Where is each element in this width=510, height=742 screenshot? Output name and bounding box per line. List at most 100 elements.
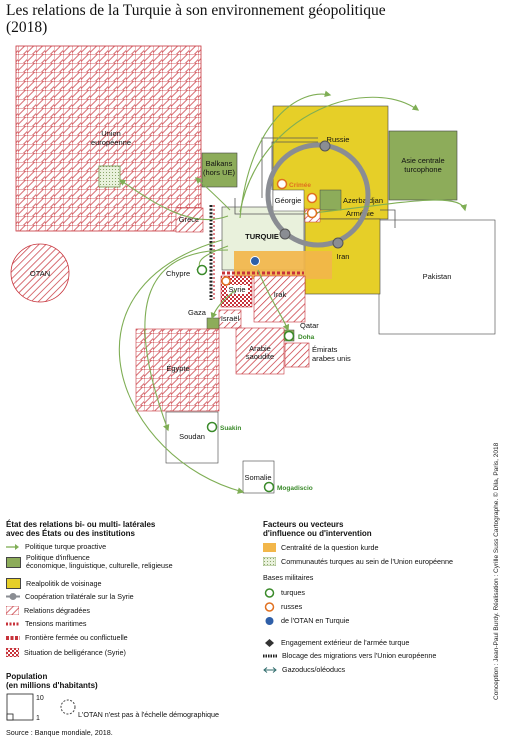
pipeline-icon [263, 667, 277, 673]
label-pakistan: Pakistan [423, 272, 452, 281]
legend-pipelines: Gazoducs/oléoducs [263, 666, 345, 674]
legend-closed-border: Frontière fermée ou conflictuelle [6, 634, 128, 642]
population-scale [6, 693, 76, 721]
otan-note: L'OTAN n'est pas à l'échelle démographiq… [78, 710, 220, 719]
base-chypre [196, 264, 208, 276]
label-somalie: Somalie [244, 473, 271, 482]
label-syrie-bg [227, 285, 248, 294]
label-georgie: Géorgie [275, 196, 302, 205]
pakistan-square [378, 219, 496, 335]
emirats-square [284, 342, 310, 368]
azerbaidjan-square [319, 189, 342, 211]
legend-bases-title: Bases militaires [263, 573, 314, 582]
label-gaza: Gaza [188, 308, 207, 317]
ring-node-turkey [279, 228, 291, 240]
legend-degraded: Relations dégradées [6, 606, 90, 615]
base-crimee: Crimée [276, 178, 311, 190]
legend-army: Engagement extérieur de l'armée turque [263, 638, 409, 648]
legend: État des relations bi- ou multi- latéral… [0, 512, 510, 742]
legend-base-russian: russes [263, 602, 302, 612]
swatch-green [6, 556, 21, 568]
base-mogadiscio: Mogadiscio [263, 481, 313, 493]
legend-trilateral: Coopération trilatérale sur la Syrie [6, 592, 134, 601]
asie-centrale-square [388, 130, 458, 201]
arrow-icon [6, 544, 19, 550]
legend-influence: Politique d'influence économique, lingui… [6, 554, 173, 570]
label-israel-bg [221, 314, 239, 322]
label-egypte: Égypte [166, 364, 189, 373]
otan-base-icon [265, 617, 274, 625]
irak-square [253, 275, 306, 323]
base-suakin: Suakin [206, 421, 241, 433]
trilateral-icon [6, 593, 20, 600]
kurdish-question-zone [234, 251, 332, 279]
label-iran: Iran [337, 252, 350, 261]
legend-maritime: Tensions maritimes [6, 620, 87, 628]
base-otan-turquie [250, 256, 260, 266]
legend-base-turkish: turques [263, 588, 305, 598]
ring-node-iran [332, 237, 344, 249]
russian-base-icon [264, 602, 275, 612]
eu-turkish-communities [98, 165, 121, 188]
legend-migration: Blocage des migrations vers l'Union euro… [263, 652, 436, 660]
legend-proactive: Politique turque proactive [6, 543, 106, 551]
base-armenie-russe [306, 192, 318, 219]
label-qatar: Qatar [300, 321, 319, 330]
swatch-hatch [6, 606, 19, 615]
swatch-yellow [6, 578, 21, 589]
georgie-square [272, 189, 305, 212]
subtitle-text: (2018) [6, 19, 48, 36]
svg-text:Mogadiscio: Mogadiscio [277, 485, 313, 492]
otan-circle [10, 243, 70, 303]
diamond-icon [265, 639, 274, 647]
label-grece: Grèce [179, 215, 199, 224]
legend-base-otan: de l'OTAN en Turquie [263, 616, 349, 626]
legend-realpolitik: Realpolitik de voisinage [6, 578, 102, 589]
migration-icon [263, 654, 277, 658]
swatch-belligerence [6, 648, 19, 657]
label-otan: OTAN [30, 269, 50, 278]
pop-value-10: 10 [36, 695, 44, 702]
label-israel: Israël [221, 314, 240, 323]
legend-section2-title: Facteurs ou vecteurs d'influence ou d'in… [263, 520, 372, 538]
swatch-orange [263, 543, 276, 552]
base-doha: Doha [283, 330, 315, 342]
arabie-square [235, 327, 285, 375]
source: Source : Banque mondiale, 2018. [6, 728, 113, 737]
grece-square [175, 207, 204, 233]
label-irak: Irak [274, 290, 287, 299]
closed-border-icon [6, 636, 20, 640]
swatch-dots [263, 557, 276, 566]
pop-value-1: 1 [36, 715, 40, 722]
svg-text:Suakin: Suakin [220, 425, 241, 432]
label-turquie: TURQUIE [245, 232, 279, 241]
trilateral-ring [265, 142, 371, 248]
label-soudan: Soudan [179, 432, 205, 441]
eu-square [15, 45, 202, 232]
turkish-base-icon [264, 588, 275, 598]
label-armenie: Arménie [346, 209, 374, 218]
maritime-icon [6, 622, 20, 626]
legend-section1-title: État des relations bi- ou multi- latéral… [6, 520, 156, 538]
balkans-square [201, 152, 238, 188]
population-title: Population (en millions d'habitants) [6, 672, 98, 690]
soudan-square [165, 411, 219, 464]
legend-kurdish: Centralité de la question kurde [263, 543, 379, 552]
label-chypre: Chypre [166, 269, 190, 278]
legend-communities: Communautés turques au sein de l'Union e… [263, 557, 453, 566]
base-syrie [221, 276, 231, 286]
label-syrie: Syrie [228, 285, 245, 294]
legend-belligerence: Situation de belligérance (Syrie) [6, 648, 126, 657]
label-azerbaidjan: Azerbaïdjan [343, 196, 383, 205]
ring-node-russia [319, 140, 331, 152]
label-balkans: Balkans(hors UE) [203, 159, 236, 177]
label-russie: Russie [327, 135, 350, 144]
svg-text:Crimée: Crimée [289, 182, 311, 189]
svg-text:Doha: Doha [298, 334, 315, 341]
map-title: Les relations de la Turquie à son enviro… [6, 2, 476, 36]
